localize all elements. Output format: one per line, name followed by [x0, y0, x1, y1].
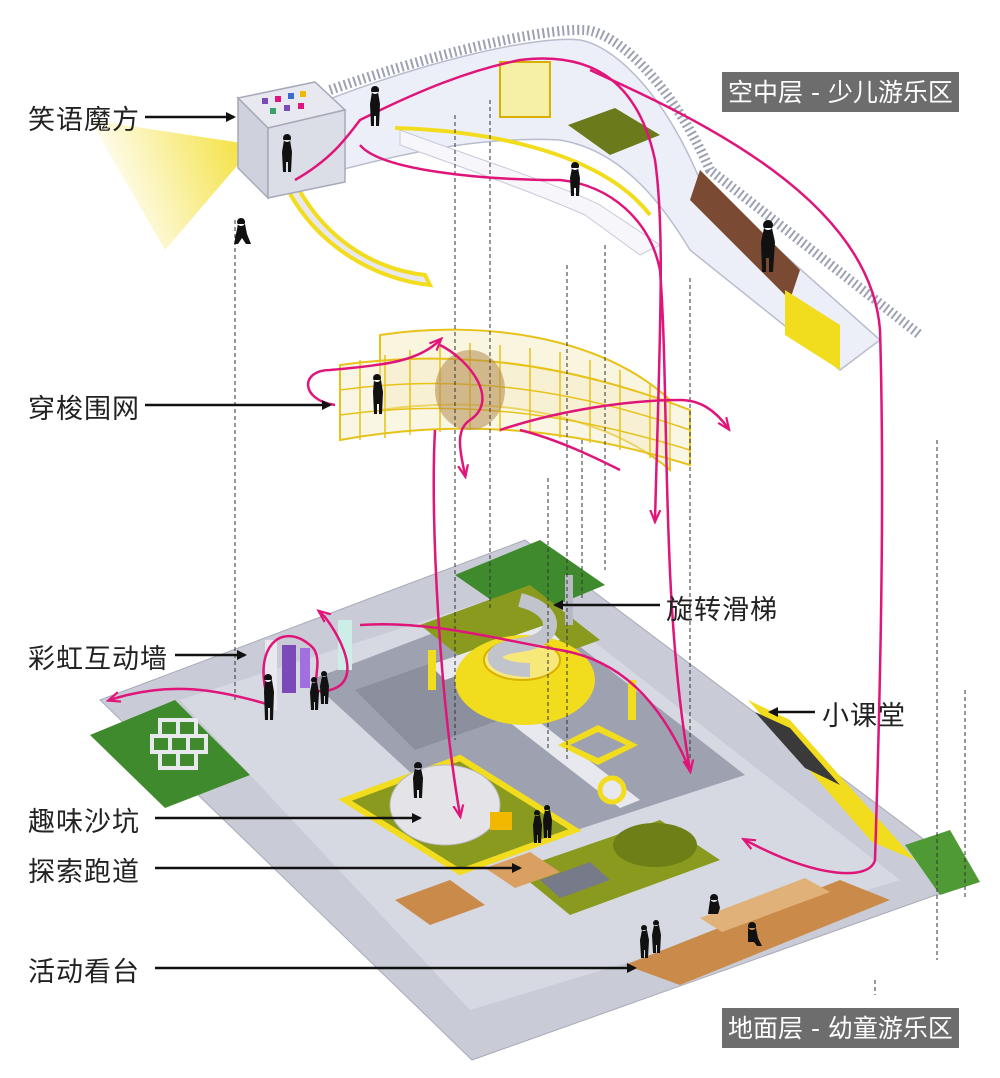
- net-layer: [339, 328, 691, 473]
- label-classroom: 小课堂: [822, 701, 906, 732]
- person-figure: [640, 925, 649, 958]
- magic-cube-pixels: [262, 91, 306, 114]
- person-figure: [761, 220, 775, 272]
- person-figure: [652, 920, 661, 953]
- sky-grass-tray: [568, 108, 660, 155]
- circulation-route: [110, 57, 884, 875]
- person-figure: [543, 805, 552, 838]
- stands-top: [700, 878, 830, 932]
- sand-pit-block: [490, 812, 512, 830]
- person-figure: [320, 671, 329, 704]
- leader-arrows: [145, 112, 815, 973]
- classroom-board: [755, 712, 840, 785]
- rainbow-wall-panel-3: [300, 648, 310, 688]
- sky-yellow-edge: [394, 126, 652, 217]
- sky-railing: [328, 24, 924, 339]
- vertical-guides: [234, 100, 966, 995]
- person-figure: [370, 86, 380, 126]
- sky-layer: [90, 24, 924, 371]
- sky-slide: [284, 185, 434, 288]
- spiral-slide-tube: [487, 593, 557, 677]
- label-track: 探索跑道: [28, 857, 140, 888]
- sky-stair: [399, 129, 661, 256]
- stands-timber: [625, 880, 890, 985]
- person-figure: [413, 762, 423, 798]
- ground-layer: [90, 539, 980, 1061]
- sky-layer-tag: 空中层 - 少儿游乐区: [722, 72, 959, 112]
- person-figure: [310, 677, 319, 710]
- label-rainbow: 彩虹互动墙: [28, 644, 168, 675]
- sky-yellow-box: [499, 61, 551, 118]
- label-net: 穿梭围网: [28, 394, 140, 425]
- light-beam: [90, 120, 255, 250]
- person-figure: [264, 674, 274, 720]
- track-mound: [613, 823, 697, 867]
- column-1: [428, 650, 436, 690]
- label-stands: 活动看台: [28, 957, 140, 988]
- label-cube: 笑语魔方: [28, 105, 140, 136]
- people-silhouettes: [234, 86, 775, 958]
- grass-patch-right: [905, 830, 980, 895]
- rainbow-wall-panel-2: [282, 645, 296, 693]
- magic-cube-front: [267, 109, 346, 199]
- dark-pad: [355, 660, 500, 750]
- column-3: [565, 575, 573, 625]
- yellow-ring-marker: [597, 775, 627, 805]
- person-figure: [373, 374, 383, 414]
- person-figure: [282, 134, 292, 172]
- sky-yellow-block: [785, 290, 840, 370]
- lattice-sculpture: [150, 718, 208, 770]
- person-figure: [570, 162, 580, 196]
- small-square-inner: [570, 732, 626, 758]
- label-spiral: 旋转滑梯: [666, 595, 778, 626]
- rainbow-wall-panel-4: [338, 620, 352, 670]
- column-2: [628, 680, 636, 720]
- timber-seat-mid: [485, 852, 560, 888]
- sand-pit: [389, 764, 501, 846]
- person-figure: [234, 218, 251, 244]
- net-climbing-frame: [435, 350, 505, 430]
- person-figure: [748, 922, 762, 946]
- person-figure: [708, 894, 720, 914]
- timber-seat-left: [395, 880, 485, 925]
- person-figure: [533, 810, 542, 843]
- ground-layer-tag: 地面层 - 幼童游乐区: [722, 1008, 959, 1048]
- label-sand: 趣味沙坑: [28, 807, 140, 838]
- net-grid: [339, 343, 691, 458]
- track-inset: [540, 862, 610, 898]
